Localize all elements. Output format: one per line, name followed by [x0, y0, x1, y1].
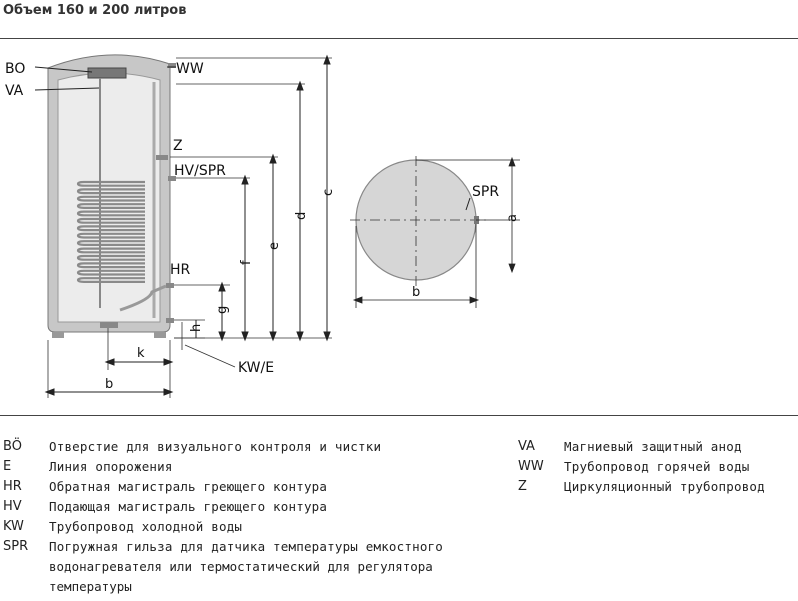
coil-winding	[76, 203, 145, 209]
dim-h: h	[189, 324, 204, 332]
coil-winding	[76, 247, 145, 254]
tank-diagram: BO VA WW Z HV/SPR HR KW/E	[5, 54, 520, 398]
dim-a: a	[505, 214, 520, 222]
coil-winding	[76, 188, 145, 195]
kw-connection	[166, 318, 174, 323]
coil-winding	[76, 225, 145, 232]
inspection-opening	[87, 67, 127, 79]
ww-connection	[168, 63, 176, 68]
legend-continuation: водонагревателя или термостатический для…	[49, 559, 433, 574]
top-divider	[0, 38, 798, 39]
label-kw-e: KW/E	[238, 360, 274, 376]
dim-c: c	[321, 189, 336, 196]
dim-f: f	[239, 260, 254, 265]
coil-winding	[76, 217, 145, 224]
page-title: Объем 160 и 200 литров	[3, 3, 187, 18]
coil-winding	[76, 254, 145, 261]
coil-winding	[76, 232, 145, 239]
dim-d: d	[294, 212, 309, 220]
label-hr: HR	[170, 262, 191, 278]
tank-foot-left	[52, 332, 64, 338]
coil-winding	[76, 262, 145, 269]
dim-b-side: b	[105, 377, 113, 392]
coil-winding	[76, 269, 145, 276]
z-connection	[156, 155, 168, 160]
heating-coil	[76, 180, 145, 283]
label-z: Z	[173, 138, 183, 154]
bottom-divider	[0, 415, 798, 416]
label-ww: WW	[176, 61, 204, 77]
hr-connection	[166, 283, 174, 288]
tank-side-view	[47, 54, 176, 338]
hv-connection	[168, 176, 176, 181]
dim-b-top: b	[412, 285, 420, 300]
coil-winding	[76, 180, 145, 187]
coil-winding	[76, 240, 145, 246]
label-bo: BO	[5, 61, 25, 77]
legend-continuation: температуры	[49, 579, 132, 594]
dim-g: g	[215, 306, 230, 314]
label-spr: SPR	[472, 184, 499, 200]
label-hv-spr: HV/SPR	[174, 163, 226, 179]
tank-foot-right	[154, 332, 166, 338]
label-va: VA	[5, 83, 24, 99]
coil-winding	[76, 277, 145, 283]
dim-k: k	[137, 346, 145, 361]
coil-winding	[76, 210, 145, 217]
coil-winding	[76, 195, 145, 202]
tank-top-view	[350, 156, 486, 286]
dim-e: e	[267, 242, 282, 250]
